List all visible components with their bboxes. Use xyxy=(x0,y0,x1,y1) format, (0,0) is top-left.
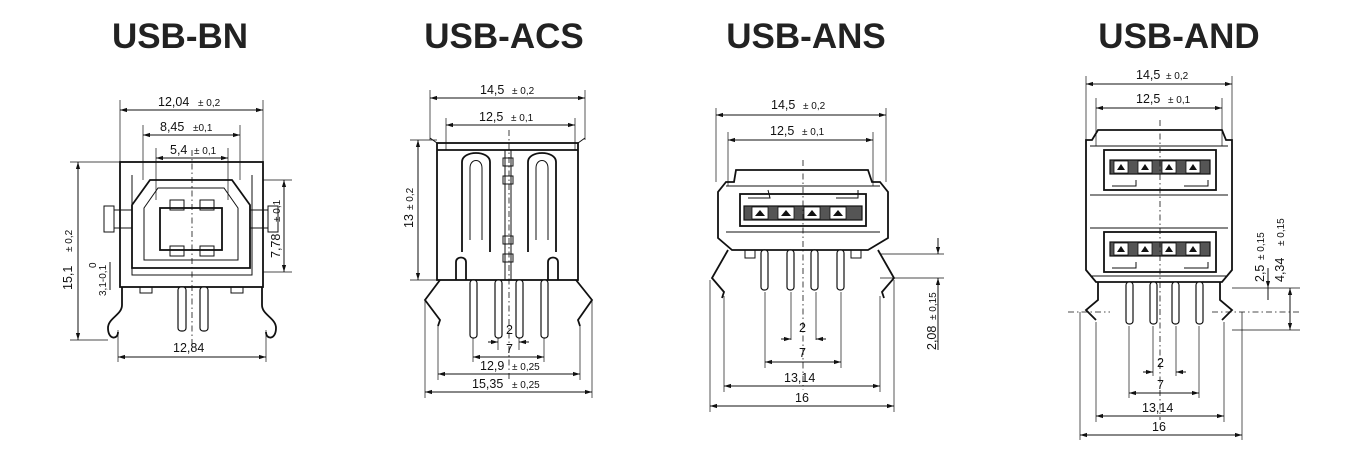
usb-acs-title: USB-ACS xyxy=(424,17,583,56)
usb-and-w-outer: 14,5 xyxy=(1136,68,1160,82)
usb-and-h-b: 4,34 xyxy=(1273,258,1287,282)
usb-ans-w-inner: 12,5 xyxy=(770,124,794,138)
usb-acs-w-inner: 12,5 xyxy=(479,110,503,124)
usb-acs-h-body: 13 xyxy=(402,214,416,228)
svg-text:± 0,1: ± 0,1 xyxy=(802,127,825,138)
usb-bn-h-offset: 3,1-0,1 xyxy=(98,264,109,296)
usb-ans-title: USB-ANS xyxy=(726,17,885,56)
svg-text:± 0,1: ± 0,1 xyxy=(194,146,217,157)
usb-bn-w-mid: 8,45 xyxy=(160,120,184,134)
usb-ans-w-legs-inner: 13,14 xyxy=(784,371,815,385)
svg-text:± 0,2: ± 0,2 xyxy=(1166,71,1189,82)
usb-bn-w-outer: 12,04 xyxy=(158,95,189,109)
svg-text:± 0,2: ± 0,2 xyxy=(803,101,826,112)
svg-text:± 0,2: ± 0,2 xyxy=(198,98,221,109)
usb-bn-title: USB-BN xyxy=(112,17,248,56)
svg-text:± 0,25: ± 0,25 xyxy=(512,380,540,391)
usb-ans-port xyxy=(739,193,867,227)
svg-text:± 0,2: ± 0,2 xyxy=(512,86,535,97)
usb-ans-drawing: USB-ANS 14,5 ± 0,2 12,5 xyxy=(709,17,944,412)
usb-bn-h-offset-top: 0 xyxy=(88,262,99,268)
svg-text:± 0,15: ± 0,15 xyxy=(1276,218,1287,246)
svg-text:± 0,2: ± 0,2 xyxy=(405,187,416,210)
usb-bn-h-right: 7,78 xyxy=(269,234,283,258)
usb-bn-w-legs: 12,84 xyxy=(173,341,204,355)
svg-text:± 0,15: ± 0,15 xyxy=(1256,232,1267,260)
usb-ans-w-legs-outer: 16 xyxy=(795,391,809,405)
usb-and-w-legs-outer: 16 xyxy=(1152,420,1166,434)
svg-text:± 0,1: ± 0,1 xyxy=(1168,95,1191,106)
usb-ans-pin-span: 7 xyxy=(799,346,806,360)
usb-and-pin-span: 7 xyxy=(1157,378,1164,392)
usb-and-pitch: 2 xyxy=(1157,356,1164,370)
svg-text:±0,1: ±0,1 xyxy=(193,123,213,134)
usb-and-title: USB-AND xyxy=(1098,17,1259,56)
usb-bn-h-total: 15,1 xyxy=(61,266,75,290)
usb-and-h-a: 2,5 xyxy=(1253,265,1267,282)
svg-text:± 0,25: ± 0,25 xyxy=(512,362,540,373)
usb-bn-tongue xyxy=(159,207,223,251)
usb-ans-w-outer: 14,5 xyxy=(771,98,795,112)
usb-and-drawing: USB-AND xyxy=(1068,17,1300,440)
svg-text:± 0,1: ± 0,1 xyxy=(511,113,534,124)
usb-and-w-inner: 12,5 xyxy=(1136,92,1160,106)
usb-acs-w-legs-outer: 15,35 xyxy=(472,377,503,391)
usb-and-w-legs-inner: 13,14 xyxy=(1142,401,1173,415)
usb-ans-pitch: 2 xyxy=(799,321,806,335)
usb-bn-drawing: USB-BN 12,04 ± 0,2 8,45 ±0,1 xyxy=(61,17,292,362)
usb-acs-w-outer: 14,5 xyxy=(480,83,504,97)
svg-text:± 0,1: ± 0,1 xyxy=(272,199,283,222)
usb-acs-pitch: 2 xyxy=(506,323,513,337)
usb-acs-drawing: USB-ACS 14,5 ± 0,2 12,5 ± 0,1 xyxy=(402,17,594,398)
usb-acs-pin-span: 7 xyxy=(506,342,513,356)
usb-ans-h-pin: 2,08 xyxy=(925,326,939,350)
usb-acs-w-legs-inner: 12,9 xyxy=(480,359,504,373)
usb-and-housing xyxy=(1085,129,1233,283)
svg-text:± 0,2: ± 0,2 xyxy=(64,229,75,252)
svg-text:± 0,15: ± 0,15 xyxy=(928,292,939,320)
usb-bn-w-inner: 5,4 xyxy=(170,143,187,157)
